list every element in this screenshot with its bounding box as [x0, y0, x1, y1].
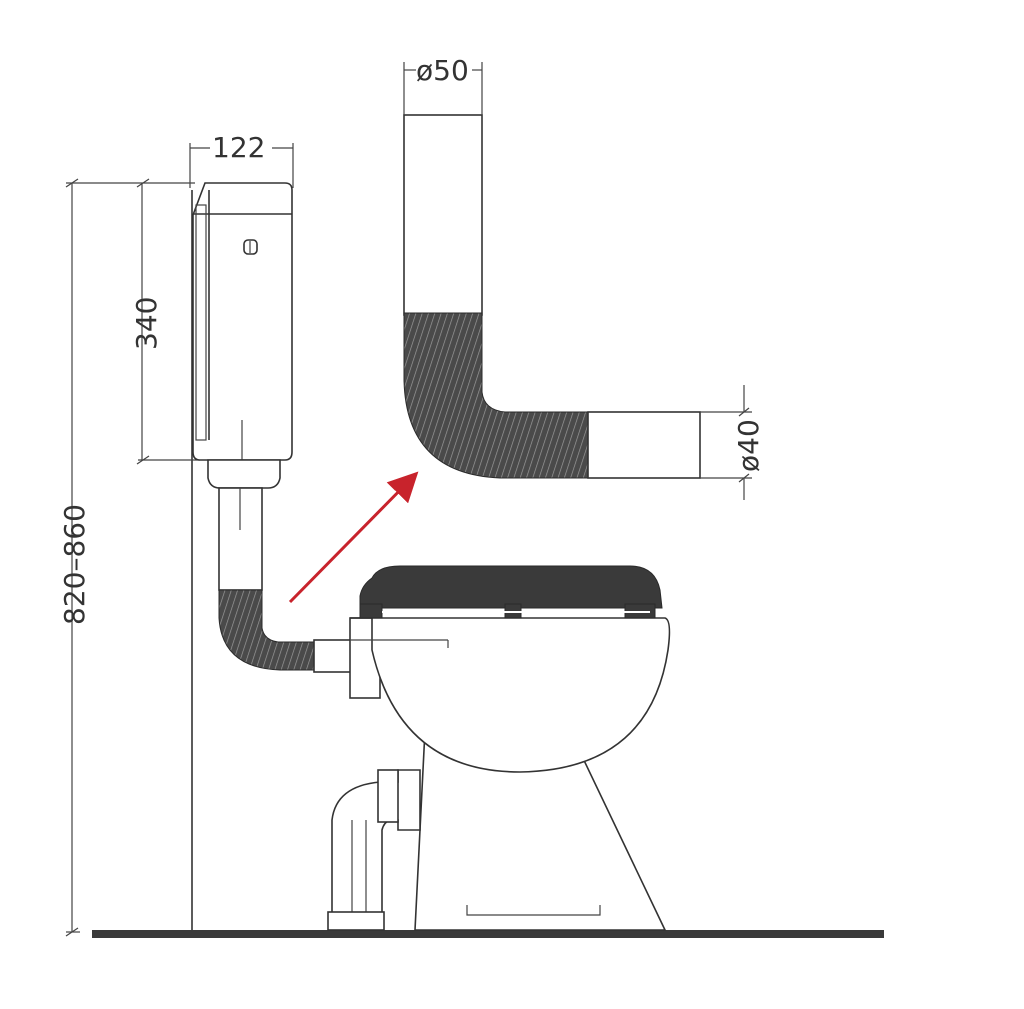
floor-line — [92, 930, 884, 938]
cistern-width-label: 122 — [212, 131, 265, 164]
toilet-bowl — [349, 565, 671, 931]
waste-trap — [327, 769, 421, 931]
detail-flush-pipe — [403, 114, 701, 479]
toilet-seat — [359, 565, 663, 609]
installed-flush-pipe — [218, 487, 353, 673]
mounting-height-label: 820–860 — [58, 504, 91, 625]
cistern-tank — [192, 182, 293, 489]
detail-arrow — [288, 471, 419, 604]
cistern-width-dimension: 122 — [189, 131, 294, 188]
cistern-height-dimension: 340 — [130, 178, 200, 465]
top-diameter-dimension: ø50 — [403, 54, 483, 115]
outlet-diameter-dimension: ø40 — [700, 385, 765, 500]
mounting-height-dimension: 820–860 — [58, 178, 195, 937]
top-diameter-label: ø50 — [416, 54, 469, 87]
flush-button-icon — [243, 239, 258, 255]
cistern-height-label: 340 — [130, 297, 163, 350]
outlet-diameter-label: ø40 — [732, 419, 765, 472]
